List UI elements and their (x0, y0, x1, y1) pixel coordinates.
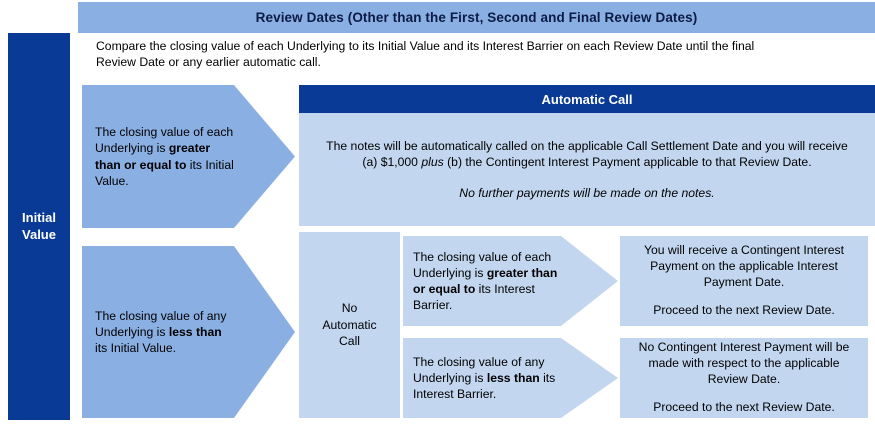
automatic-call-body: The notes will be automatically called o… (299, 113, 875, 226)
result-payment-line1: You will receive a Contingent Interest P… (643, 242, 845, 289)
initial-value-bar: Initial Value (8, 33, 70, 420)
automatic-call-line1-part-b: (b) the Contingent Interest Payment appl… (443, 155, 812, 170)
intro-text: Compare the closing value of each Underl… (96, 39, 755, 70)
automatic-call-heading-bar: Automatic Call (299, 85, 875, 113)
page-title: Review Dates (Other than the First, Seco… (255, 10, 698, 25)
result-payment-box: You will receive a Contingent Interest P… (620, 236, 868, 326)
automatic-call-body-line2: No further payments will be made on the … (459, 185, 715, 200)
branch-nocall-text-part2: its Initial Value. (95, 341, 177, 356)
automatic-call-line1-part-a: The notes will be automatically called o… (326, 138, 848, 170)
branch-nocall-text-bold: less than (168, 324, 222, 339)
barrier-below-part2: its Interest Barrier. (413, 370, 556, 402)
branch-condition-call-chevron: The closing value of each Underlying is … (82, 85, 295, 228)
barrier-below-bold: less than (486, 370, 540, 385)
branch-call-text-part2: its Initial Value. (95, 157, 234, 188)
result-no-payment-line1: No Contingent Interest Payment will be m… (638, 339, 850, 386)
barrier-test-below-chevron: The closing value of any Underlying is l… (403, 338, 618, 418)
no-automatic-call-box: No Automatic Call (299, 232, 400, 418)
automatic-call-panel: Automatic Call The notes will be automat… (299, 85, 875, 226)
result-payment-line2: Proceed to the next Review Date. (653, 303, 835, 318)
automatic-call-line1-italic: plus (421, 155, 444, 170)
branch-condition-call-text: The closing value of each Underlying is … (95, 124, 235, 188)
branch-call-text-bold: greater than or equal to (95, 141, 211, 172)
barrier-test-below-text: The closing value of any Underlying is l… (413, 354, 560, 402)
branch-condition-nocall-chevron: The closing value of any Underlying is l… (82, 246, 295, 418)
result-no-payment-line2: Proceed to the next Review Date. (653, 400, 835, 415)
branch-call-text-part1: The closing value of each Underlying is (95, 125, 234, 156)
branch-condition-nocall-text: The closing value of any Underlying is l… (95, 308, 235, 356)
header-banner: Review Dates (Other than the First, Seco… (78, 2, 875, 33)
result-no-payment-box: No Contingent Interest Payment will be m… (620, 338, 868, 418)
barrier-above-part2: its Interest Barrier. (413, 282, 535, 313)
no-automatic-call-label: No Automatic Call (322, 300, 377, 349)
automatic-call-body-line1: The notes will be automatically called o… (321, 138, 853, 171)
automatic-call-heading: Automatic Call (541, 91, 633, 107)
barrier-test-above-text: The closing value of each Underlying is … (413, 249, 560, 313)
branch-nocall-text-part1: The closing value of any Underlying is (95, 308, 227, 339)
barrier-above-part1: The closing value of each Underlying is (413, 249, 552, 280)
barrier-below-part1: The closing value of any Underlying is (413, 354, 545, 385)
barrier-test-above-chevron: The closing value of each Underlying is … (403, 236, 618, 326)
initial-value-label: Initial Value (22, 210, 56, 242)
barrier-above-bold: greater than or equal to (413, 265, 558, 296)
